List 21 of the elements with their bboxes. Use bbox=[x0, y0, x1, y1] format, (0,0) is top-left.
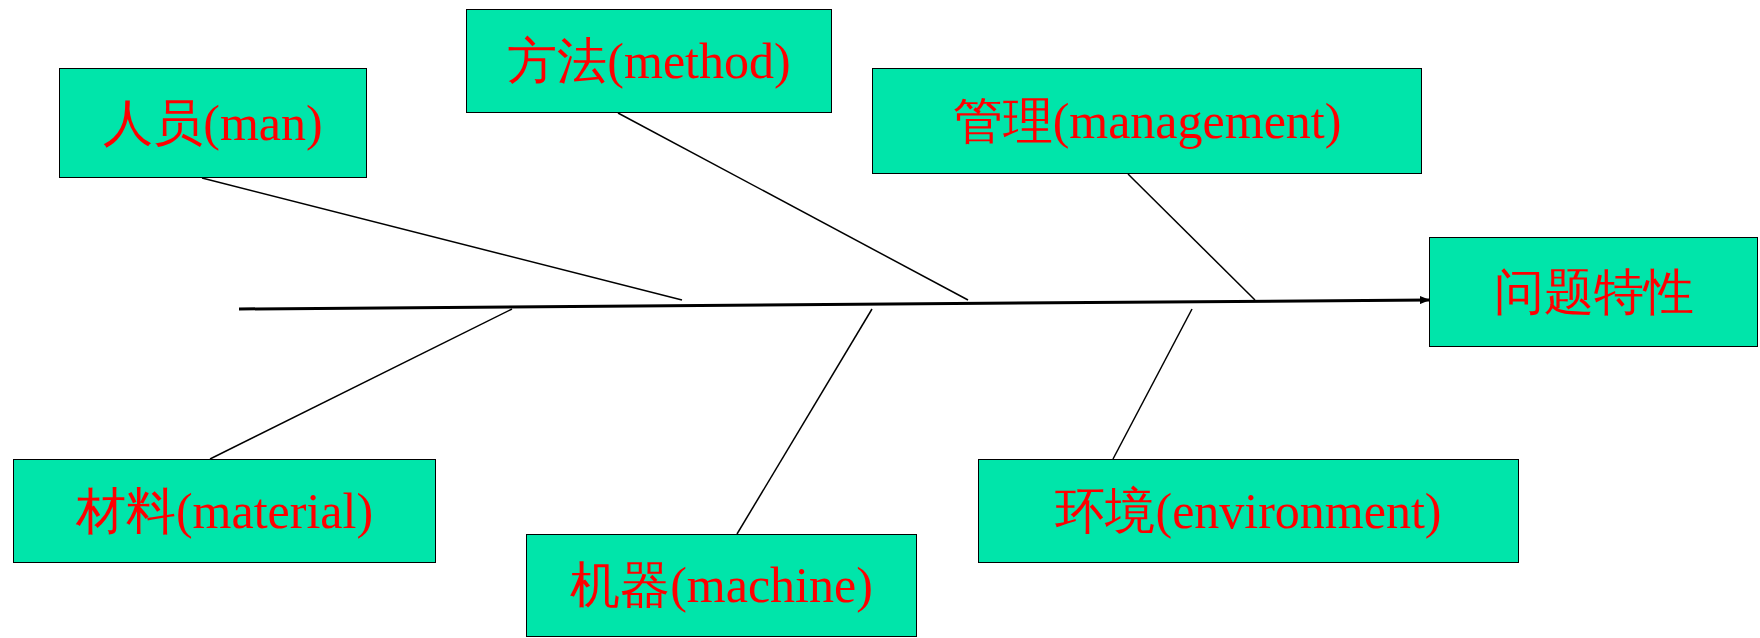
cause-label: 方法(method) bbox=[507, 31, 791, 91]
cause-box bbox=[872, 68, 1422, 174]
cause-label: 管理(management) bbox=[952, 91, 1342, 151]
cause-box bbox=[59, 68, 367, 178]
cause-box bbox=[466, 9, 832, 113]
cause-label: 材料(material) bbox=[75, 481, 374, 541]
branch-line bbox=[201, 177, 683, 301]
cause-box bbox=[978, 459, 1519, 563]
cause-label: 人员(man) bbox=[103, 93, 323, 153]
effect-box bbox=[1429, 237, 1758, 347]
cause-label: 机器(machine) bbox=[570, 556, 873, 615]
cause-label: 环境(environment) bbox=[1055, 481, 1442, 541]
branch-line bbox=[617, 112, 969, 301]
branch-line bbox=[1127, 173, 1256, 301]
arrow bbox=[239, 296, 1430, 311]
effect-label: 问题特性 bbox=[1493, 262, 1694, 322]
branch-line bbox=[736, 308, 873, 535]
branch-line bbox=[209, 308, 513, 460]
cause-box bbox=[13, 459, 436, 563]
cause-box bbox=[526, 534, 917, 637]
branch-line bbox=[1112, 308, 1193, 460]
